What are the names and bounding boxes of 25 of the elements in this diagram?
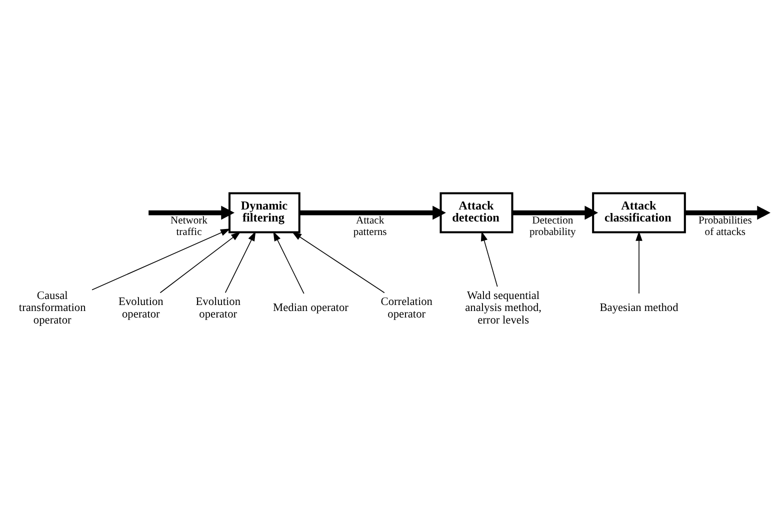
node-text: Evolution operator (118, 296, 164, 320)
arrow (160, 232, 241, 294)
node-text: Bayesian method (600, 302, 678, 314)
arrow (685, 206, 770, 220)
node-box: Dynamic filtering (228, 192, 300, 234)
node-box: Attack classification (592, 192, 686, 234)
node-text: Wald sequential analysis method, error levels (465, 290, 542, 326)
arrow (273, 231, 304, 294)
arrow (148, 206, 234, 220)
node-text: Causal transformation operator (18, 290, 86, 326)
node-text: Median operator (273, 302, 348, 314)
arrow (92, 228, 230, 290)
edge-label: Detection probability (530, 216, 576, 238)
arrow (299, 206, 446, 220)
node-text: Correlation operator (380, 296, 432, 320)
node-text: Evolution operator (196, 296, 241, 320)
arrow (224, 231, 256, 294)
arrow (512, 206, 598, 220)
edge-label: Probabilities of attacks (698, 216, 752, 238)
edge-label: Network traffic (170, 216, 208, 238)
node-box: Attack detection (440, 192, 514, 234)
edge-label: Attack patterns (353, 216, 387, 238)
arrow (480, 231, 498, 287)
arrow (636, 231, 642, 294)
arrow (292, 232, 385, 294)
